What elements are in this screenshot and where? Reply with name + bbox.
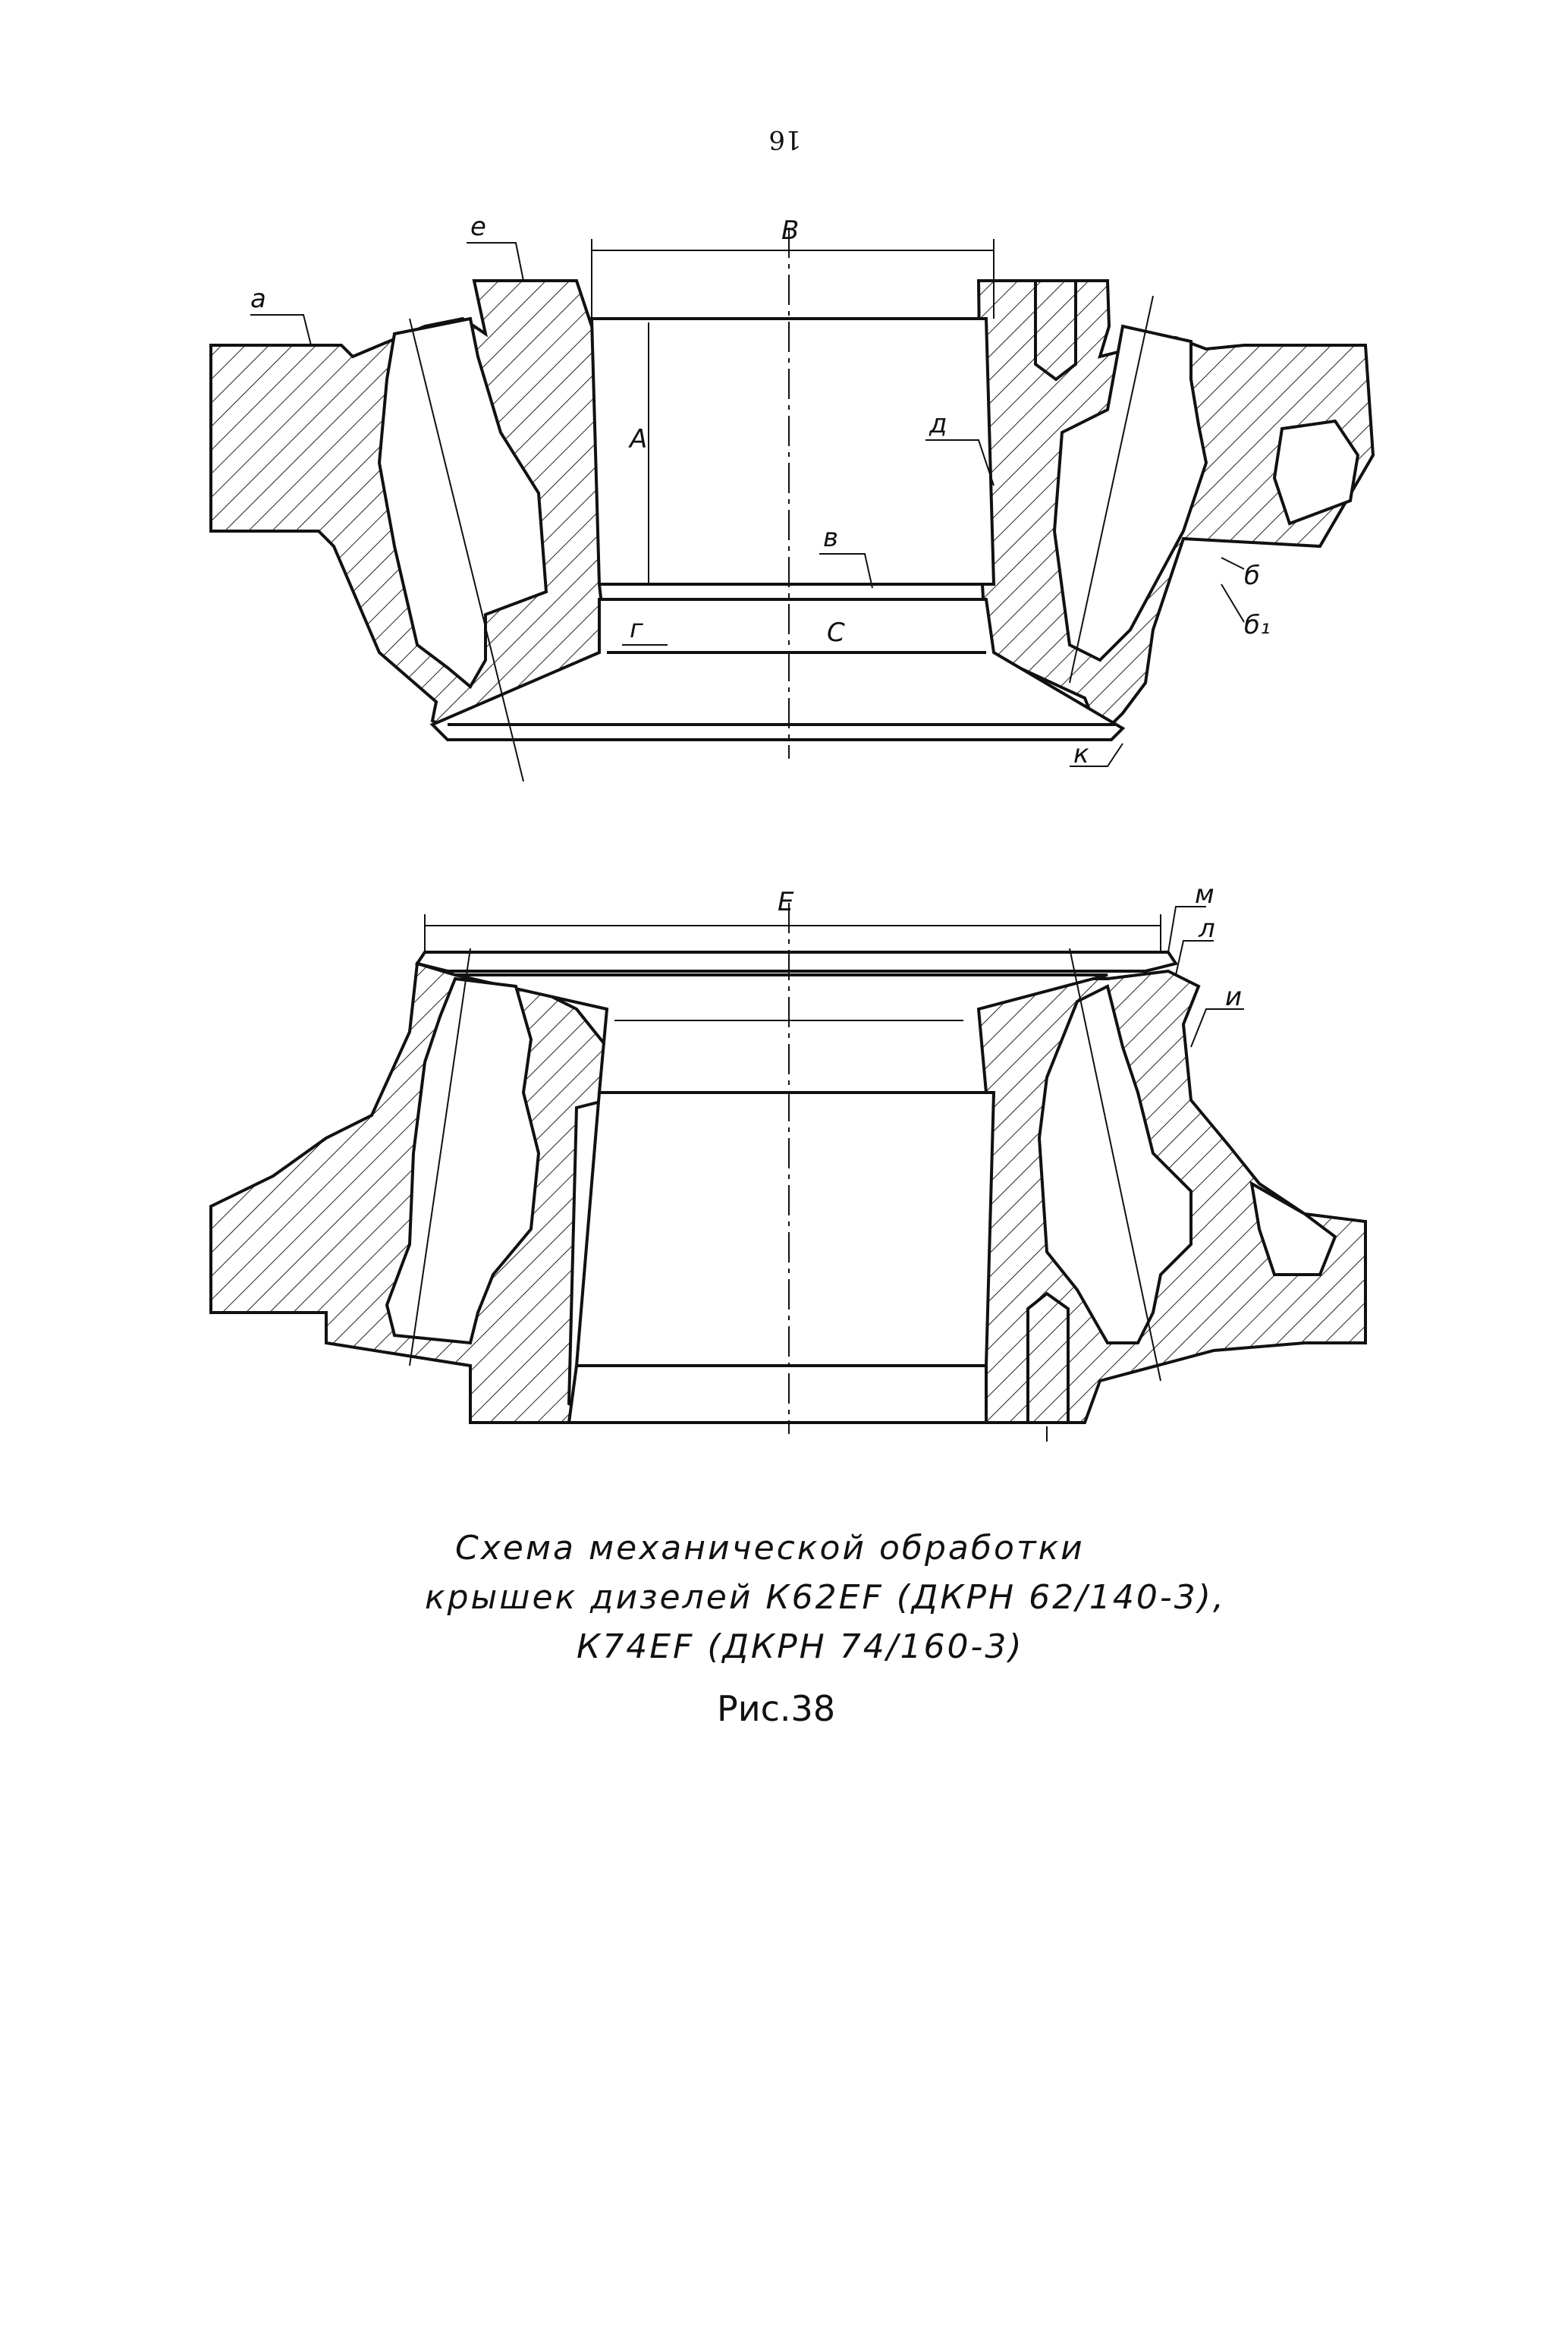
figure-label: Рис.38 (717, 1688, 836, 1729)
caption-line-3: К74ЕF (ДКРН 74/160-3) (577, 1627, 1024, 1666)
top-right-port (1272, 419, 1360, 526)
bottom-left-valve (385, 976, 541, 1345)
bottom-central-bore (567, 1091, 996, 1424)
bottom-top-rim (414, 951, 1179, 973)
label-k: к (1073, 739, 1089, 769)
label-i: и (1225, 982, 1242, 1012)
page-number: 16 (768, 124, 801, 155)
bottom-counterbore (454, 973, 1108, 1094)
label-B: В (781, 215, 799, 246)
top-central-bore (589, 317, 996, 586)
label-E: Е (778, 887, 794, 917)
label-g: г (630, 614, 644, 644)
top-section-view (209, 228, 1375, 782)
label-A: А (628, 424, 647, 454)
label-b1: б₁ (1244, 610, 1271, 640)
label-l: л (1198, 913, 1215, 944)
label-e: е (470, 212, 486, 242)
label-d: д (929, 409, 947, 439)
caption-line-2: крышек дизелей К62ЕF (ДКРН 62/140-3), (425, 1578, 1226, 1617)
bottom-left-body (209, 961, 608, 1424)
label-m: м (1195, 879, 1214, 910)
top-lower-bore (429, 598, 1126, 741)
label-v: в (823, 523, 838, 553)
bottom-section-view (209, 903, 1367, 1442)
label-a: а (250, 284, 266, 314)
caption-line-1: Схема механической обработки (455, 1529, 1085, 1567)
bottom-threaded-hole (1026, 1291, 1070, 1423)
top-left-valve (377, 316, 548, 690)
top-threaded-hole (1034, 281, 1077, 382)
label-b: б (1244, 561, 1260, 591)
label-C: С (827, 618, 845, 648)
bottom-right-port (1249, 1181, 1337, 1276)
